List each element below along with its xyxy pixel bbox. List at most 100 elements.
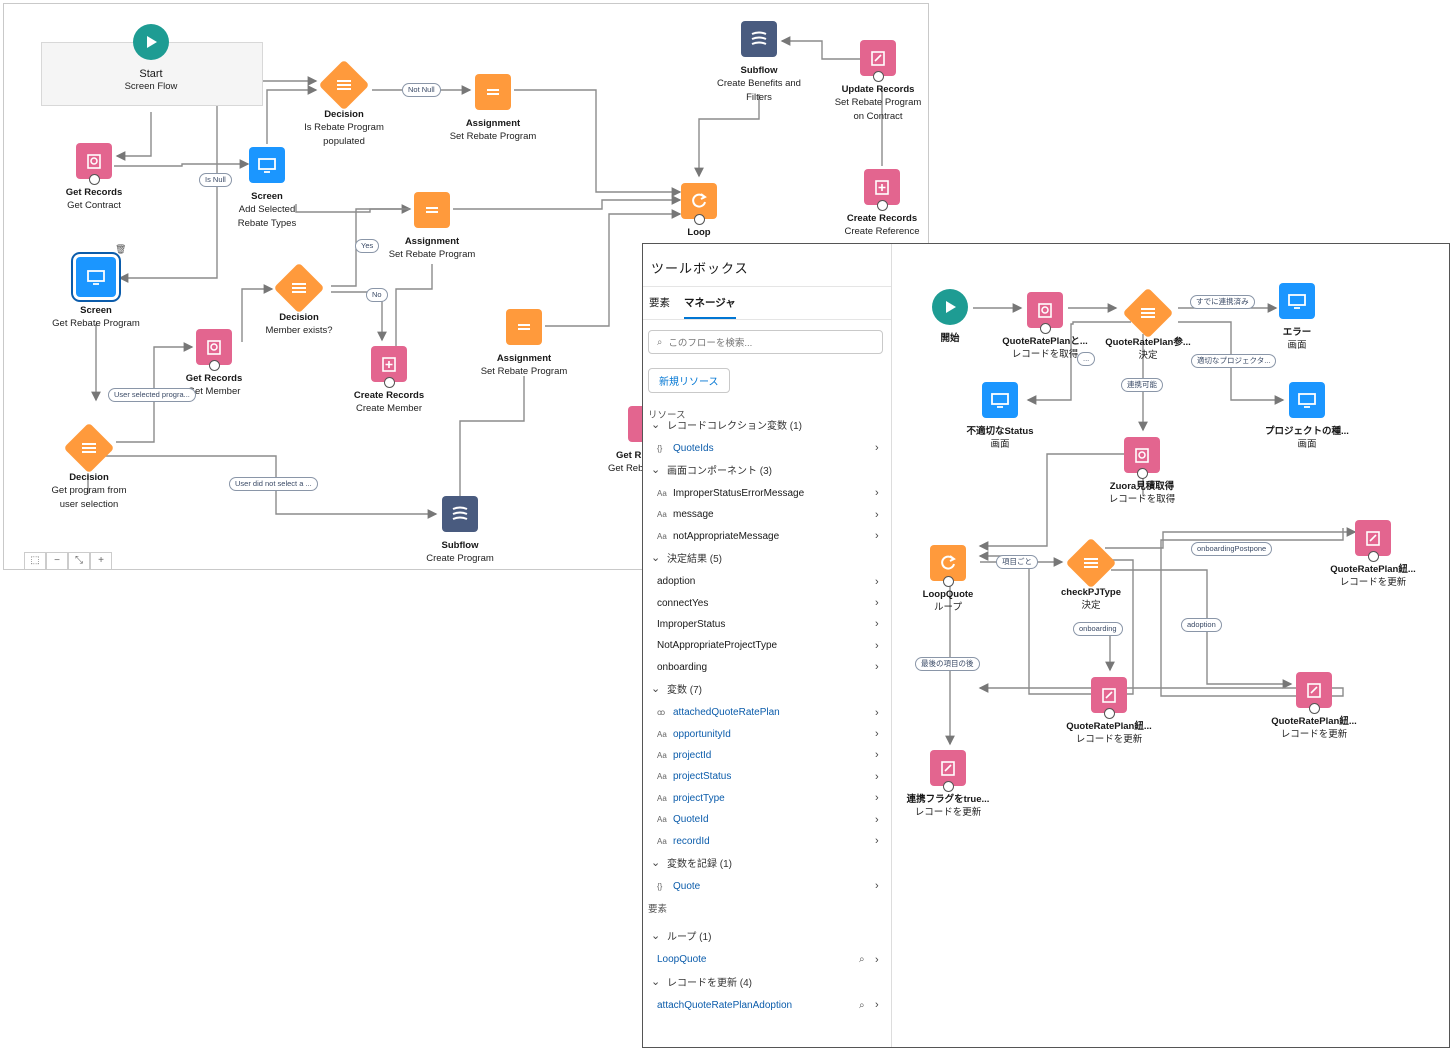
create-records-member-node[interactable]: Create Records Create Member [309,346,469,416]
resource-item[interactable]: {}Quote› [643,876,889,896]
new-resource-button[interactable]: 新規リソース [648,368,730,393]
update-flag-node[interactable]: 連携フラグをtrue... レコードを更新 [868,750,1028,820]
tab-manager[interactable]: マネージャ [684,295,736,319]
decision-node-rebate[interactable]: Decision Is Rebate Program populated [264,59,424,149]
resource-item[interactable]: attachQuoteRatePlanAdoption⌕› [643,995,889,1015]
resource-item[interactable]: LoopQuote⌕› [643,950,889,970]
toolbox-title: ツールボックス [643,244,891,287]
connector-label-adoption[interactable]: adoption [1181,618,1222,632]
assignment-node-3[interactable]: Assignment Set Rebate Program [444,309,604,379]
resource-section-header[interactable]: ⌄レコードを更新 (4) [643,971,889,991]
create-records-reference-node[interactable]: Create Records Create Reference [802,169,928,239]
connector-label-after-last[interactable]: 最後の項目の後 [915,657,980,671]
connector-label-hidden[interactable]: ... [1077,352,1096,366]
resource-type-icon: Aa [657,750,667,760]
record-update-icon [1355,520,1391,562]
connector-label-inappropriate-project[interactable]: 適切なプロジェクタ... [1191,354,1277,368]
trash-icon[interactable]: 🗑 [115,244,127,254]
search-icon[interactable]: ⌕ [859,954,865,966]
screen-icon [249,147,285,183]
update-records-node[interactable]: Update Records Set Rebate Program on Con… [798,40,928,124]
resource-item[interactable]: onboarding› [643,657,889,677]
connector-label-user-selected[interactable]: User selected progra... [108,388,196,402]
resource-type-icon: ꝏ [657,708,666,718]
resource-type-icon: {} [657,881,663,891]
resource-item[interactable]: ImproperStatus› [643,614,889,634]
connector-label-not-null[interactable]: Not Null [402,83,441,97]
decision-node-program[interactable]: Decision Get program from user selection [9,422,169,512]
select-tool-button[interactable]: ⬚ [24,552,46,569]
resource-section-header[interactable]: ⌄変数 (7) [643,679,889,699]
update-node-right[interactable]: QuoteRatePlan紐... レコードを更新 [1234,672,1394,742]
search-icon[interactable]: ⌕ [859,999,865,1011]
start-node-jp[interactable]: 開始 [870,289,1030,345]
resource-type-icon: Aa [657,772,667,782]
chevron-right-icon: › [875,575,879,588]
get-records-member-node[interactable]: Get Records Get Member [134,329,294,399]
project-type-screen-node[interactable]: プロジェクトの種... 画面 [1227,382,1387,452]
toolbox-tabs: 要素 マネージャ [643,287,891,320]
status-screen-node[interactable]: 不適切なStatus 画面 [920,382,1080,452]
resource-item[interactable]: adoption› [643,572,889,592]
get-records-qrp-node[interactable]: QuoteRatePlanと... レコードを取得 [965,292,1125,362]
assignment-node-1[interactable]: Assignment Set Rebate Program [413,74,573,144]
connector-label-onboarding-postpone[interactable]: onboardingPostpone [1191,542,1273,556]
play-icon [133,24,169,60]
start-node[interactable]: Start Screen Flow [71,24,231,94]
fit-view-button[interactable]: ⤡ [68,552,90,569]
resource-section-header[interactable]: ⌄変数を記録 (1) [643,852,889,872]
get-records-contract-node[interactable]: Get Records Get Contract [14,143,174,213]
connector-label-onboarding[interactable]: onboarding [1073,622,1123,636]
chevron-down-icon: ⌄ [651,856,661,869]
get-records-partial-icon [628,406,646,442]
subflow-node-benefits[interactable]: Subflow Create Benefits and Filters [679,21,839,105]
decision-node-qrp[interactable]: QuoteRatePlan参... 決定 [1068,287,1228,363]
connector-label-user-did-not[interactable]: User did not select a ... [229,477,318,491]
screen-node-get-rebate[interactable]: Screen Get Rebate Program [16,257,176,331]
connector-label-per-item[interactable]: 項目ごと [996,555,1038,569]
subflow-node-create-program[interactable]: Subflow Create Program [380,496,540,566]
screen-node-add-selected[interactable]: Screen Add Selected Rebate Types [187,147,347,231]
chevron-down-icon: ⌄ [651,930,661,943]
zoom-in-button[interactable]: + [90,552,112,569]
assignment-icon [414,192,450,228]
resource-item[interactable]: connectYes› [643,593,889,613]
decision-node-pjtype[interactable]: checkPJType 決定 [1011,537,1171,613]
zoom-out-button[interactable]: − [46,552,68,569]
connector-label-yes[interactable]: Yes [355,239,380,253]
loop-quote-node[interactable]: LoopQuote ループ [868,545,1028,615]
resource-item[interactable]: NotAppropriateProjectType› [643,636,889,656]
resource-section-header[interactable]: ⌄ループ (1) [643,926,889,946]
connector-label-is-null[interactable]: Is Null [199,173,232,187]
decision-icon [318,59,370,111]
zuora-get-node[interactable]: Zuora見積取得 レコードを取得 [1062,437,1222,507]
connector-label-no[interactable]: No [366,288,388,302]
resource-item[interactable]: {}QuoteIds› [643,438,889,458]
decision-node-member[interactable]: Decision Member exists? [219,262,379,338]
update-node-top[interactable]: QuoteRatePlan紐... レコードを更新 [1293,520,1449,590]
loop-node[interactable]: Loop [619,183,779,239]
chevron-right-icon: › [875,487,879,500]
connector-label-connectable[interactable]: 連携可能 [1121,378,1163,392]
update-node-mid[interactable]: QuoteRatePlan紐... レコードを更新 [1029,677,1189,747]
resource-type-icon: {} [657,443,663,453]
resource-section-header[interactable]: ⌄レコードコレクション変数 (1) [643,414,889,434]
resource-section-header[interactable]: ⌄画面コンポーネント (3) [643,459,889,479]
search-input[interactable]: ⌕ このフローを検索... [648,330,883,354]
error-screen-node[interactable]: エラー 画面 [1217,283,1377,353]
resource-section-header[interactable]: ⌄決定結果 (5) [643,548,889,568]
tab-elements[interactable]: 要素 [649,297,670,309]
assignment-icon [475,74,511,110]
assignment-node-2[interactable]: Assignment Set Rebate Program [352,192,512,262]
connector-label-already-linked[interactable]: すでに連携済み [1190,295,1255,309]
